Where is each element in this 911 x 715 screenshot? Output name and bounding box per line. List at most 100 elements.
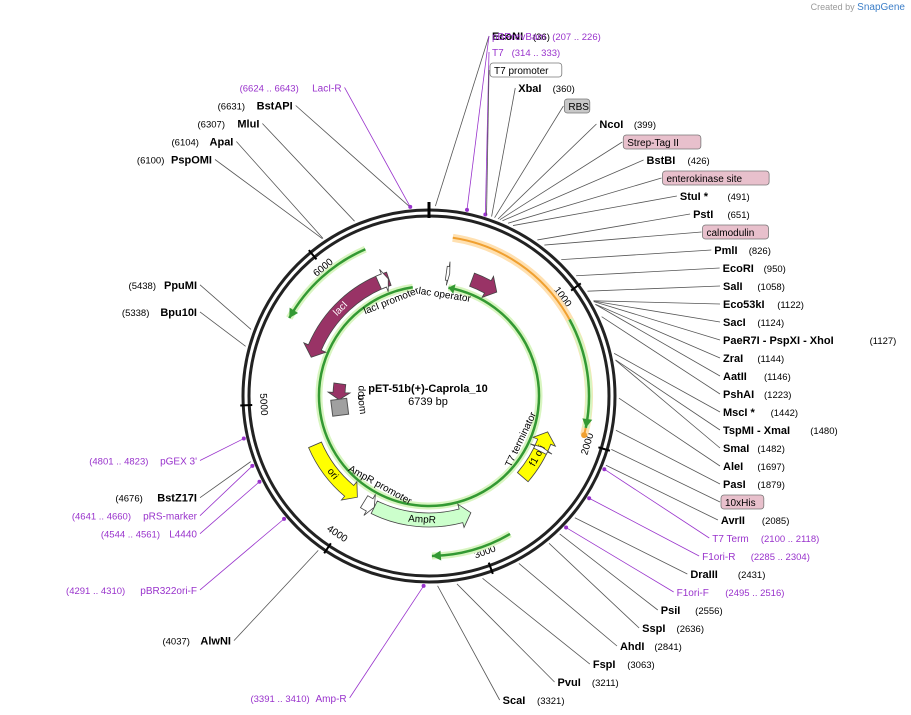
label-name: PaeR7I - PspXI - XhoI — [723, 335, 834, 347]
leader-line — [618, 397, 721, 467]
label-coordinate: (6631) — [218, 101, 245, 112]
primer-site-mark — [564, 525, 569, 530]
label-zrai: ZraI(1144) — [723, 353, 784, 365]
label-coordinate: (2556) — [695, 606, 722, 617]
label-name: L4440 — [169, 530, 197, 541]
leader-line — [595, 304, 721, 377]
leader-line — [233, 550, 319, 641]
label-coordinate: (4641 .. 4660) — [72, 512, 131, 523]
label-stui: StuI *(491) — [680, 191, 750, 203]
leader-line — [576, 267, 720, 277]
transcript-arrowhead — [448, 284, 456, 294]
leader-line — [344, 87, 411, 208]
label-10xhis: 10xHis — [720, 494, 765, 510]
label-coordinate: (3063) — [627, 660, 654, 671]
leader-line — [544, 231, 702, 246]
label-coordinate: (6104) — [172, 137, 199, 148]
leader-line — [214, 159, 323, 240]
label-coordinate: (2495 .. 2516) — [725, 588, 784, 599]
leader-line — [349, 585, 424, 699]
outer-arc-end — [581, 432, 588, 439]
leader-line — [605, 464, 719, 521]
leader-line — [593, 301, 721, 341]
leader-line — [593, 300, 721, 305]
label-name: XbaI — [518, 83, 541, 95]
label-name: PpuMI — [164, 280, 197, 292]
label-coordinate: (1122) — [777, 300, 804, 311]
label-name: BstAPI — [257, 100, 293, 112]
label-name: PasI — [723, 479, 746, 491]
label-name: Bpu10I — [160, 307, 197, 319]
label-name: BstBI — [647, 155, 676, 167]
leader-line — [199, 518, 285, 591]
leader-line — [482, 577, 591, 665]
label-psti: PstI(651) — [693, 209, 750, 221]
leader-line — [593, 300, 721, 323]
label-coordinate: (950) — [764, 264, 786, 275]
transcript-arrow-halo — [431, 530, 512, 560]
label-sali: SalI(1058) — [723, 281, 785, 293]
leader-line — [587, 285, 721, 292]
label-coordinate: (491) — [727, 192, 749, 203]
leader-line — [615, 359, 721, 431]
feature-ampr-label: AmpR — [408, 514, 436, 527]
label-coordinate: (6307) — [198, 119, 225, 130]
label-coordinate: (2841) — [654, 642, 681, 653]
leader-line — [574, 517, 688, 575]
label-coordinate: (2085) — [762, 516, 789, 527]
label-coordinate: (1146) — [764, 372, 791, 383]
transcript-arrow — [288, 248, 366, 319]
label-coordinate: (4291 .. 4310) — [66, 586, 125, 597]
label-rbs: RBS — [563, 98, 591, 114]
tick-mark — [323, 542, 332, 554]
primer-site-mark — [250, 463, 255, 468]
label-bstz17i: BstZ17I(4676) — [115, 493, 197, 505]
tick-mark — [570, 282, 582, 292]
label-pgex-3: pGEX 3'(4801 .. 4823) — [89, 457, 197, 468]
label-name: LacI-R — [312, 83, 341, 94]
label-pbr322ori-f: pBR322ori-F(4291 .. 4310) — [66, 586, 197, 597]
label-saci: SacI(1124) — [723, 317, 784, 329]
label-name: AatII — [723, 371, 747, 383]
leader-line — [595, 303, 721, 359]
snapgene-brand: SnapGene — [857, 2, 905, 13]
label-pbrrevbam: pBRrevBam(207 .. 226) — [492, 32, 601, 43]
primer-site-mark — [421, 583, 426, 588]
label-coordinate: (1482) — [757, 444, 784, 455]
plasmid-name: pET-51b(+)-Caprola_10 — [368, 383, 488, 395]
label-name: T7 — [492, 48, 504, 59]
label-name: calmodulin — [706, 228, 754, 239]
label-name: 10xHis — [725, 498, 756, 509]
label-t7: T7(314 .. 333) — [492, 48, 560, 59]
label-name: F1ori-R — [702, 552, 735, 563]
label-pasi: PasI(1879) — [723, 479, 785, 491]
label-paer7i-pspxi-xhoi: PaeR7I - PspXI - XhoI(1127) — [723, 335, 896, 347]
leader-line — [199, 311, 246, 347]
label-name: DraIII — [690, 569, 718, 581]
label-coordinate: (399) — [634, 120, 656, 131]
leader-line — [199, 481, 260, 534]
label-coordinate: (2431) — [738, 570, 765, 581]
label-coordinate: (1223) — [764, 390, 791, 401]
label-alei: AleI(1697) — [723, 461, 785, 473]
feature-lac-fragment — [469, 272, 498, 299]
feature-laci — [302, 271, 392, 358]
feature-lac-operator — [444, 261, 451, 286]
leader-line — [518, 563, 618, 647]
label-box — [563, 98, 591, 114]
label-strep-tag-ii: Strep-Tag II — [622, 134, 702, 150]
label-name: PsiI — [661, 605, 681, 617]
feature-rop — [326, 382, 352, 401]
leader-line — [601, 316, 721, 395]
leader-line — [512, 195, 677, 226]
label-f1ori-r: F1ori-R(2285 .. 2304) — [702, 552, 810, 563]
label-bpu10i: Bpu10I(5338) — [122, 307, 197, 319]
leader-line — [502, 159, 644, 222]
label-coordinate: (3391 .. 3410) — [250, 694, 309, 705]
tick-label: 4000 — [325, 524, 350, 546]
primer-site-mark — [602, 467, 607, 472]
label-name: FspI — [593, 659, 616, 671]
tick-mark — [487, 562, 494, 575]
leader-line — [199, 461, 251, 499]
